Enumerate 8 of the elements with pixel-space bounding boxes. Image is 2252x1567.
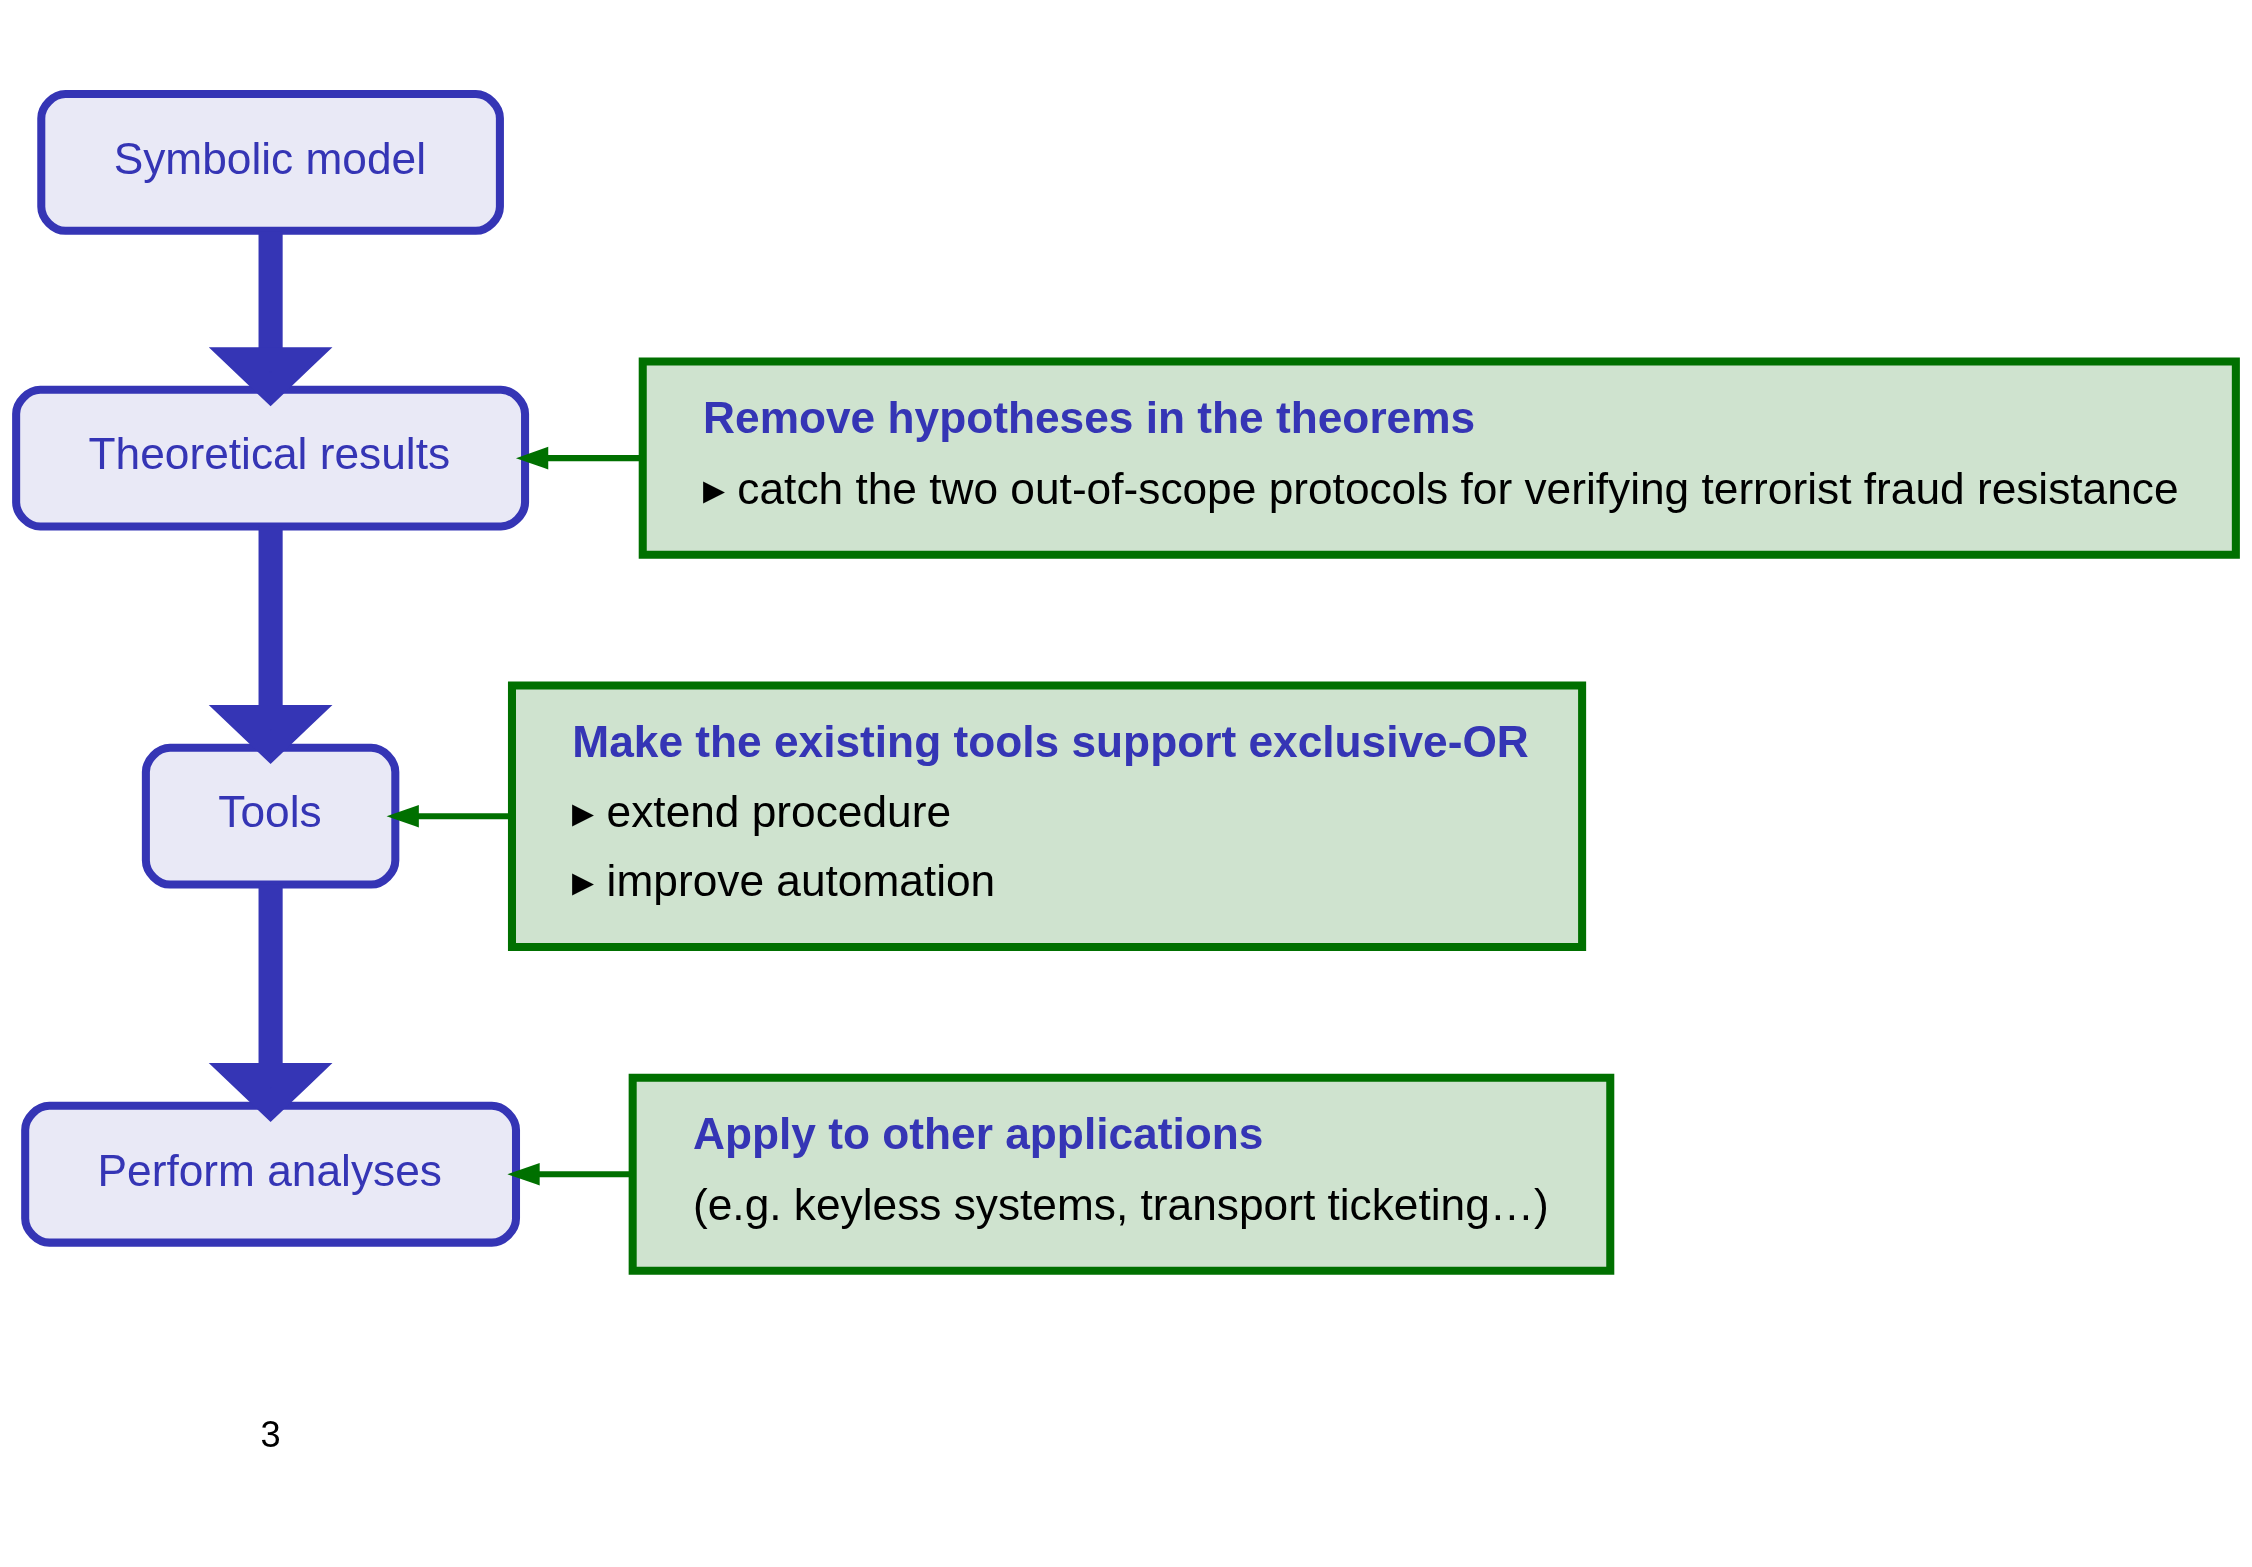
node-box: Make the existing tools support exclusive-OR ▸ extend procedure ▸ improve automation xyxy=(507,680,1587,951)
label: 3 xyxy=(260,1413,281,1455)
node-box: Symbolic model xyxy=(37,89,504,235)
node-box: Remove hypotheses in the theorems ▸ catch the two out-of-scope protocols for verifying terrorist fraud resistance xyxy=(638,357,2240,559)
node-box: Theoretical results xyxy=(12,385,530,531)
node-box: Perform analyses xyxy=(21,1101,521,1247)
node-box: Tools xyxy=(141,743,400,889)
node-box: Apply to other applications (e.g. keyless systems, transport ticketing…) xyxy=(628,1073,1615,1275)
